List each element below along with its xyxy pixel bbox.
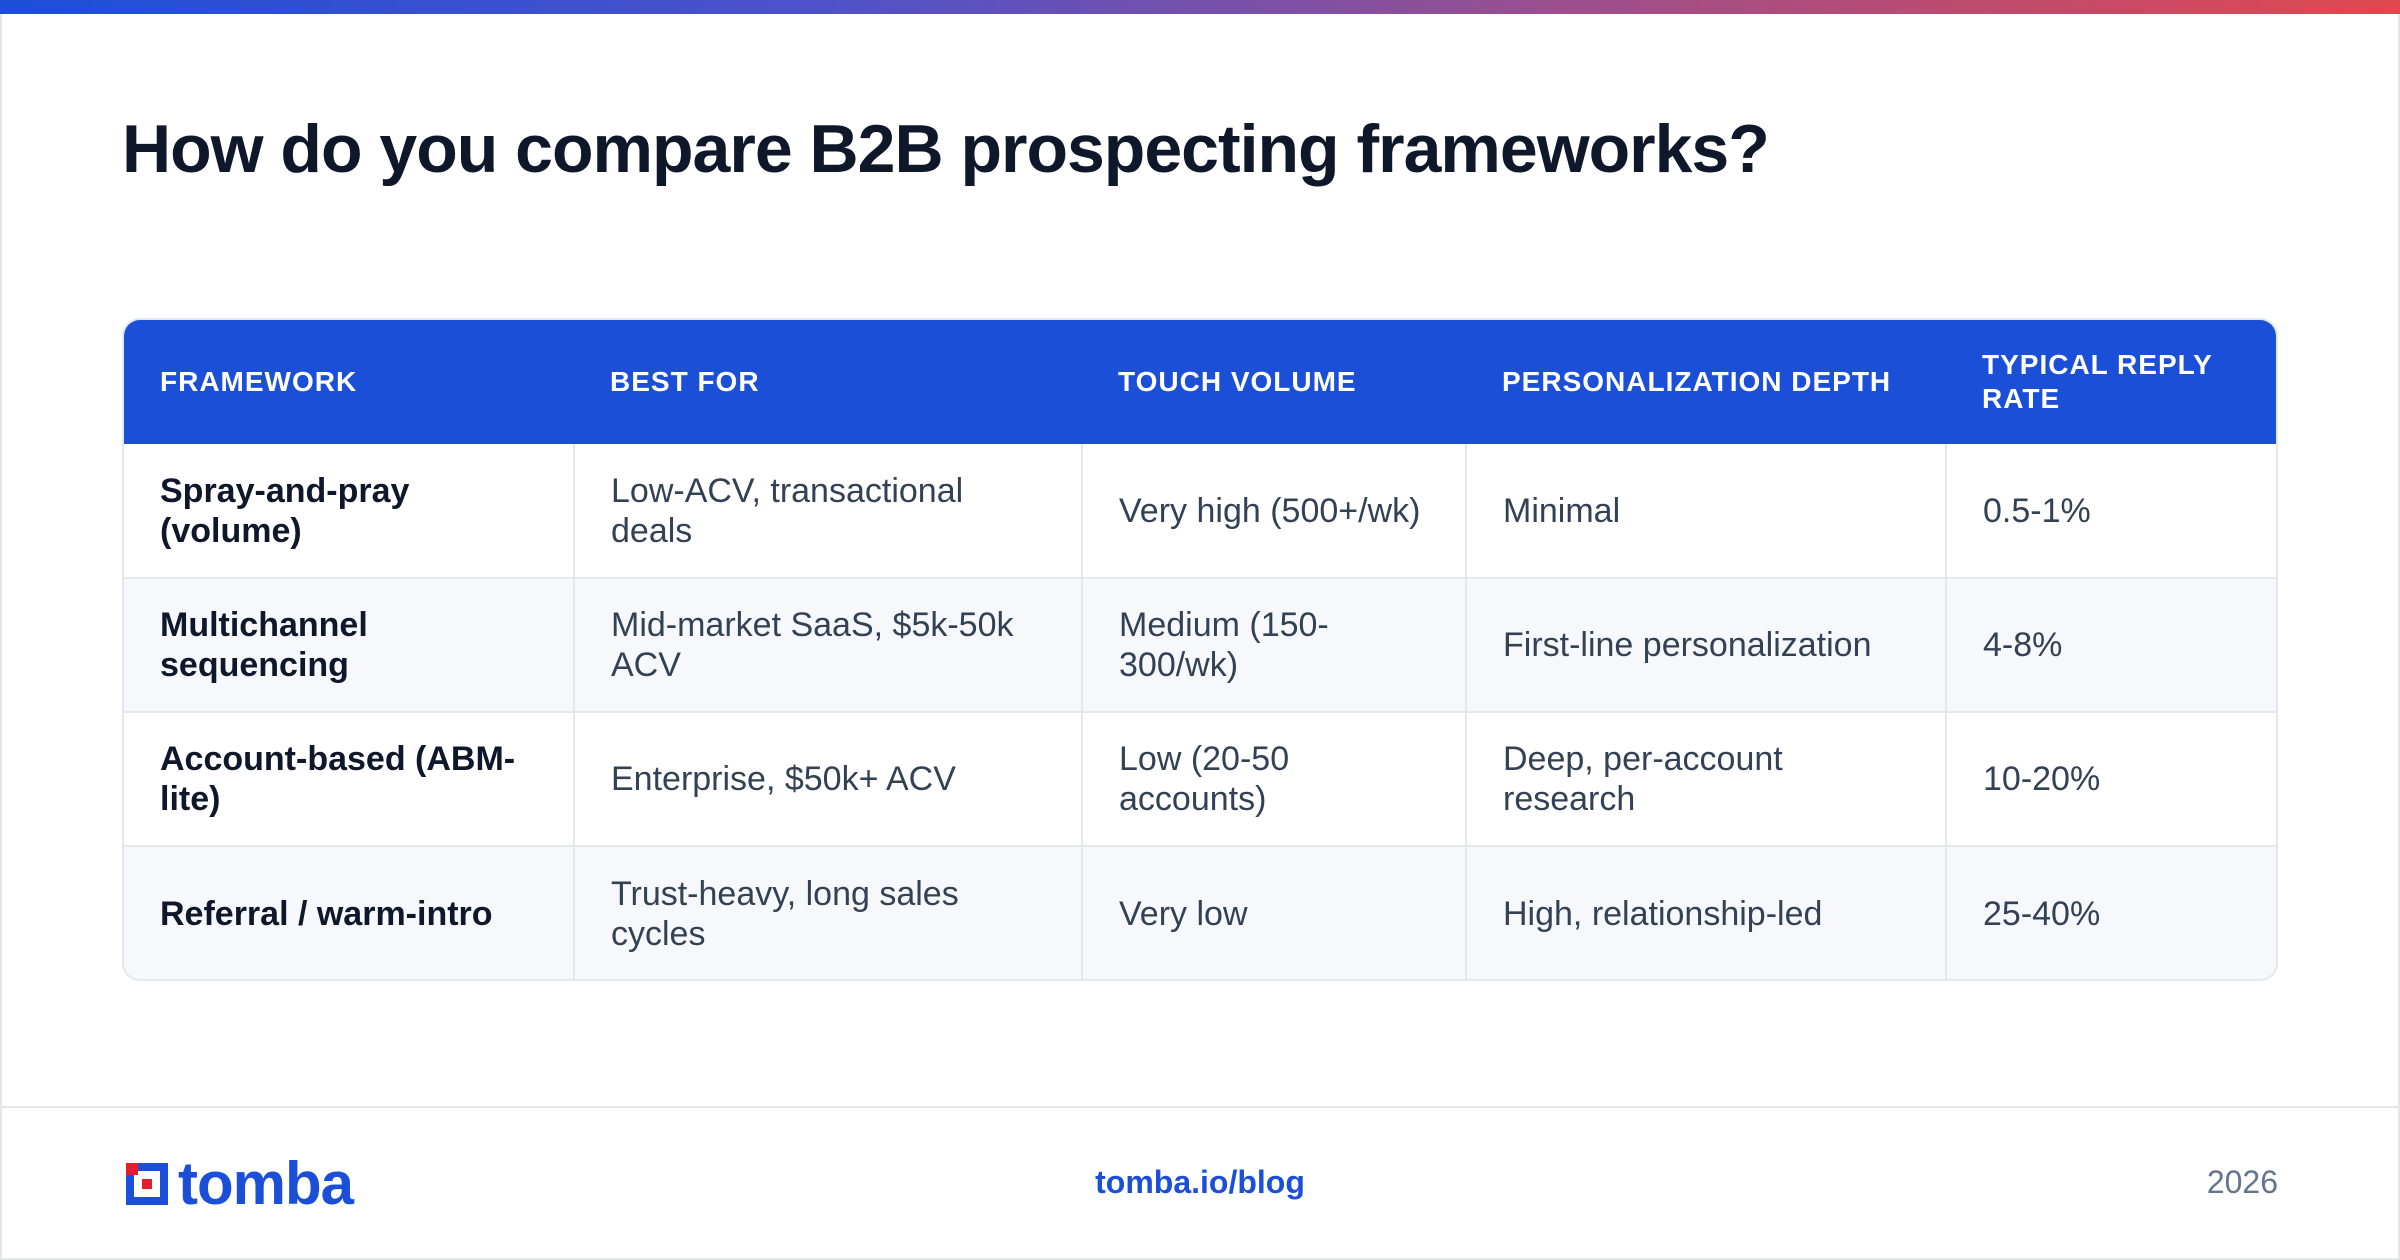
column-header-typical-reply-rate: TYPICAL REPLY RATE <box>1982 349 2213 414</box>
column-header-best-for: BEST FOR <box>610 366 760 397</box>
column-header-personalization-depth: PERSONALIZATION DEPTH <box>1502 366 1892 397</box>
comparison-table: FRAMEWORK BEST FOR TOUCH VOLUME PERSONAL… <box>124 320 2276 979</box>
page-title: How do you compare B2B prospecting frame… <box>122 111 1770 187</box>
comparison-table-container: FRAMEWORK BEST FOR TOUCH VOLUME PERSONAL… <box>122 318 2278 981</box>
blog-link[interactable]: tomba.io/blog <box>1095 1164 1305 1200</box>
cell-framework: Spray-and-pray (volume) <box>160 471 410 550</box>
cell-personalization-depth: High, relationship-led <box>1465 845 1946 979</box>
cell-framework: Account-based (ABM-lite) <box>124 711 574 846</box>
table-row: Referral / warm-intro Trust-heavy, long … <box>124 845 2276 979</box>
tomba-logo-icon <box>126 1163 168 1205</box>
tomba-logo[interactable]: tomba <box>122 1150 354 1217</box>
table-row: Account-based (ABM-lite) Enterprise, $50… <box>124 711 2276 846</box>
cell-touch-volume: Low (20-50 accounts) <box>1081 711 1466 846</box>
column-header-framework: FRAMEWORK <box>160 366 358 397</box>
cell-best-for: Mid-market SaaS, $5k-50k ACV <box>573 577 1082 712</box>
cell-reply-rate: 0.5-1% <box>1945 444 2276 578</box>
logo-wordmark: tomba <box>178 1150 354 1217</box>
cell-personalization-depth: Minimal <box>1465 444 1946 578</box>
table-header-row: FRAMEWORK BEST FOR TOUCH VOLUME PERSONAL… <box>124 320 2276 444</box>
cell-reply-rate: 25-40% <box>1945 845 2276 979</box>
cell-touch-volume: Medium (150-300/wk) <box>1081 577 1466 712</box>
cell-personalization-depth: First-line personalization <box>1465 577 1946 712</box>
cell-reply-rate: 10-20% <box>1945 711 2276 846</box>
cell-touch-volume: Very high (500+/wk) <box>1081 444 1466 578</box>
cell-framework: Multichannel sequencing <box>124 577 574 712</box>
cell-best-for: Low-ACV, transactional deals <box>573 444 1082 578</box>
column-header-touch-volume: TOUCH VOLUME <box>1118 366 1357 397</box>
table-row: Multichannel sequencing Mid-market SaaS,… <box>124 577 2276 712</box>
cell-best-for: Trust-heavy, long sales cycles <box>573 845 1082 979</box>
cell-touch-volume: Very low <box>1081 845 1466 979</box>
cell-personalization-depth: Deep, per-account research <box>1465 711 1946 846</box>
cell-best-for: Enterprise, $50k+ ACV <box>573 711 1082 846</box>
footer-year: 2026 <box>2206 1164 2278 1200</box>
footer-divider <box>0 1106 2400 1108</box>
cell-framework: Referral / warm-intro <box>124 845 574 979</box>
cell-reply-rate: 4-8% <box>1945 577 2276 712</box>
table-row: Spray-and-pray (volume) Low-ACV, transac… <box>124 444 2276 578</box>
gradient-accent-bar <box>0 0 2400 14</box>
